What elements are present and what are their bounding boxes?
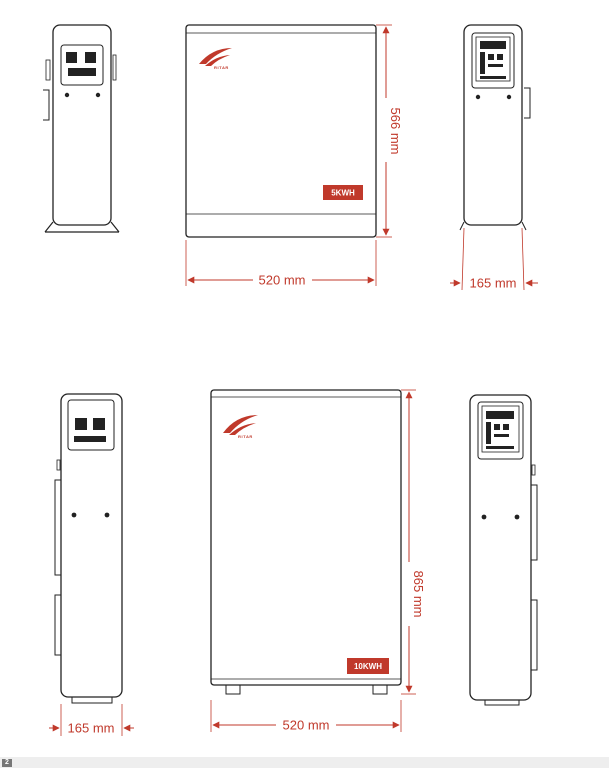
page-number-badge: 2 [2,759,12,767]
unit-10kwh-height-dimension: 865 mm [401,389,426,695]
unit-5kwh-left-side-view [43,24,120,233]
unit-10kwh-badge-label: 10KWH [354,662,382,671]
unit-10kwh-left-terminals [71,418,110,518]
unit-5kwh-height-dimension: 566 mm [376,24,403,238]
unit-5kwh-logo: RITAR [199,48,232,70]
width-label-520-top: 520 mm [259,273,306,288]
unit-10kwh-badge: 10KWH [347,658,389,674]
unit-5kwh-width-dimension: 520 mm [185,240,377,288]
unit-10kwh-logo: RITAR [223,415,258,439]
unit-5kwh-logo-text: RITAR [214,65,229,70]
unit-10kwh-logo-text: RITAR [238,434,253,439]
unit-10kwh-right-side-view [469,394,538,706]
unit-5kwh-badge: 5KWH [323,185,363,200]
height-label-566: 566 mm [388,108,403,155]
unit-10kwh-width-dimension: 520 mm [210,700,402,733]
unit-5kwh-front-view [185,24,377,238]
unit-10kwh-left-side-view [54,393,123,704]
unit-10kwh-right-panel [481,411,520,520]
depth-label-165-bottom: 165 mm [68,721,115,736]
unit-5kwh-depth-dimension: 165 mm [450,227,538,291]
unit-5kwh-right-side-view [459,24,531,231]
height-label-865: 865 mm [411,571,426,618]
unit-5kwh-left-terminals [64,52,101,98]
unit-10kwh-front-view [210,389,402,695]
unit-5kwh-badge-label: 5KWH [331,189,355,198]
unit-5kwh-right-panel [475,41,512,100]
unit-10kwh-depth-dimension: 165 mm [49,704,134,736]
depth-label-165-top: 165 mm [470,276,517,291]
footer-bar [0,757,609,768]
width-label-520-bottom: 520 mm [283,718,330,733]
